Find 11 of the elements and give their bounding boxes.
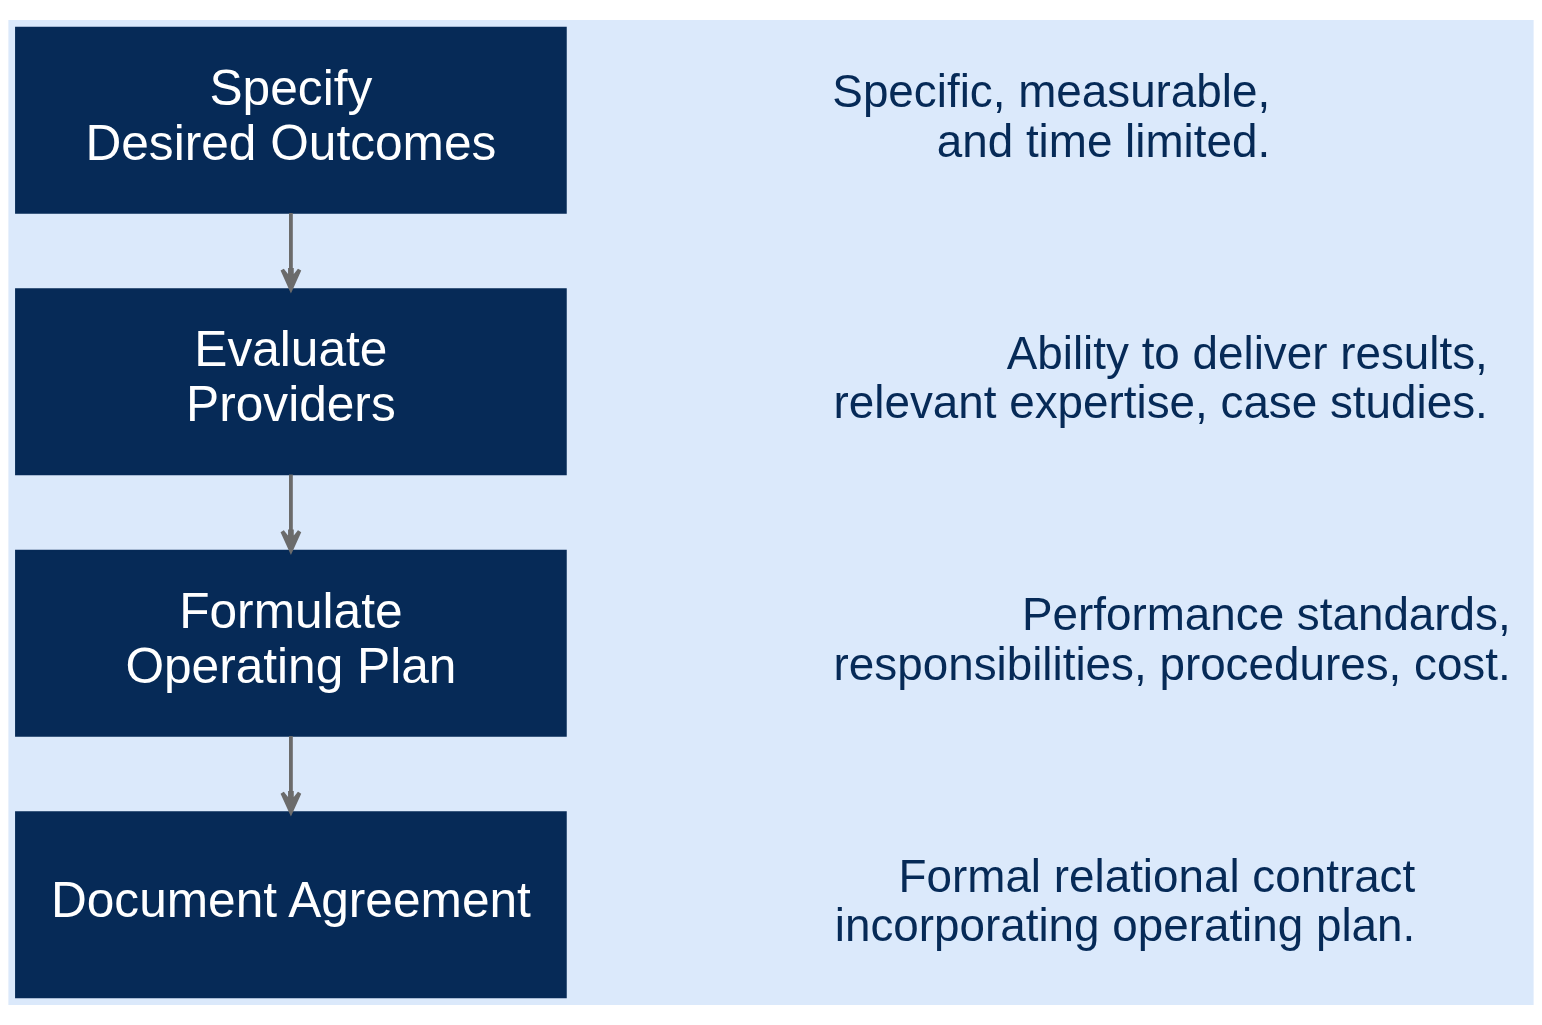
arrow [280,736,302,814]
arrow [280,213,302,291]
node-box: Evaluate Providers [15,288,567,476]
label: Ability to deliver results, relevant expertise, case studies. [833,327,1488,429]
label: Specific, measurable, and time limited. [832,66,1271,167]
node-box: Specify Desired Outcomes [15,26,567,214]
label: Performance standards, responsibilities, procedures, cost. [833,589,1511,690]
arrow [280,474,302,553]
node-box: Formulate Operating Plan [15,549,567,737]
label: Formal relational contract incorporating operating plan. [834,850,1416,952]
node-box: Document Agreement [15,811,567,999]
